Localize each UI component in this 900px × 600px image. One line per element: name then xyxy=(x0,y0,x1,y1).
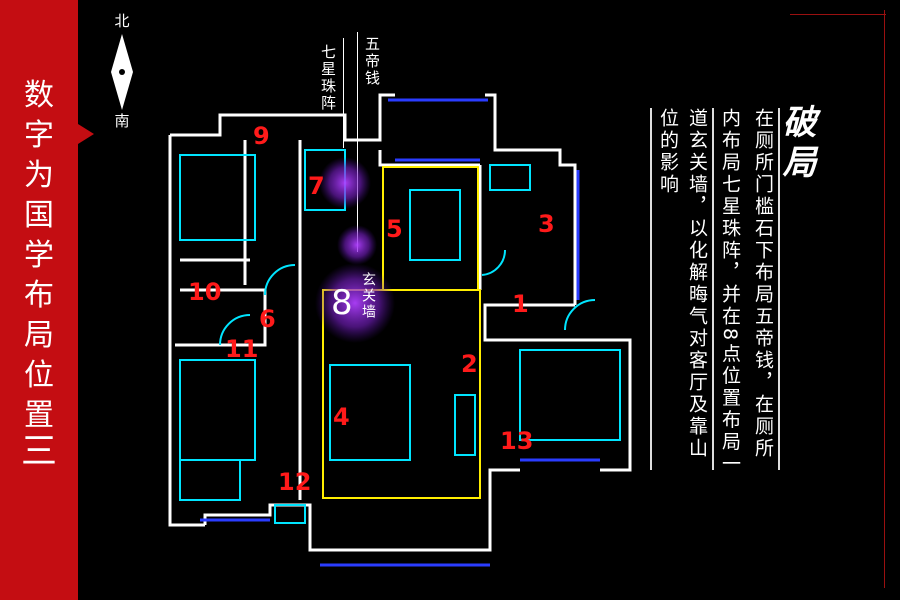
sidebar: 数 字 为 国 学 布 局 位 置 三 xyxy=(0,0,78,600)
room-number: 1 xyxy=(512,290,529,318)
frame-line-right xyxy=(884,10,885,588)
text-rule xyxy=(778,108,780,470)
text-rule xyxy=(650,108,652,470)
sidebar-title: 数 字 为 国 学 布 局 位 置 xyxy=(0,76,78,436)
sidebar-title-char: 数 xyxy=(24,78,54,113)
sidebar-title-char: 置 xyxy=(24,398,54,433)
glow-five-coins xyxy=(337,225,377,265)
compass-center xyxy=(119,69,125,75)
room-number: 9 xyxy=(253,122,270,150)
room-number: 12 xyxy=(278,468,312,496)
room-number: 10 xyxy=(188,278,222,306)
leader-five-coins xyxy=(357,32,358,252)
text-rule xyxy=(712,108,714,470)
sidebar-title-char: 布 xyxy=(24,278,54,313)
label-big-eight: 8 xyxy=(331,283,353,323)
text-title: 破局 xyxy=(776,104,816,184)
furniture xyxy=(179,149,621,524)
room-number: 4 xyxy=(333,403,350,431)
sidebar-title-char: 局 xyxy=(24,318,54,353)
room-number: 5 xyxy=(386,215,403,243)
sidebar-title-char: 国 xyxy=(24,198,54,233)
room-number: 3 xyxy=(538,210,555,238)
compass-north: 北 xyxy=(114,12,129,30)
room-number: 11 xyxy=(225,335,259,363)
room-number: 7 xyxy=(308,172,325,200)
windows xyxy=(200,98,600,567)
sidebar-title-char: 为 xyxy=(24,158,54,193)
room-number: 2 xyxy=(461,350,478,378)
sidebar-arrow xyxy=(78,124,94,144)
room-number: 13 xyxy=(500,427,534,455)
room-number: 6 xyxy=(259,305,276,333)
text-column: 在厕所门槛石下布局五帝钱，在厕所 xyxy=(752,108,774,460)
sidebar-title-char: 位 xyxy=(24,358,54,393)
text-column: 内布局七星珠阵，并在8点位置布局一 xyxy=(719,108,741,476)
sidebar-title-char: 字 xyxy=(24,118,54,153)
sidebar-title-char: 学 xyxy=(24,238,54,273)
label-seven-stars: 七星珠阵 xyxy=(319,44,337,112)
frame-line-top xyxy=(790,14,886,15)
text-column: 道玄关墙，以化解晦气对客厅及靠山 xyxy=(686,108,708,460)
compass-south: 南 xyxy=(114,112,129,128)
label-xuanguan: 玄关墙 xyxy=(360,272,376,320)
text-column: 位的影响 xyxy=(657,108,679,196)
label-five-coins: 五帝钱 xyxy=(363,36,381,87)
glow-seven-stars xyxy=(319,157,371,209)
glow-xuanguan xyxy=(315,263,395,343)
zones xyxy=(322,166,481,499)
walls xyxy=(168,93,632,552)
leader-seven-stars xyxy=(343,38,344,148)
compass-icon: 北 南 xyxy=(111,12,133,128)
sidebar-part-mark: 三 xyxy=(20,431,57,472)
floor-plan xyxy=(168,93,632,567)
doors xyxy=(219,249,596,346)
